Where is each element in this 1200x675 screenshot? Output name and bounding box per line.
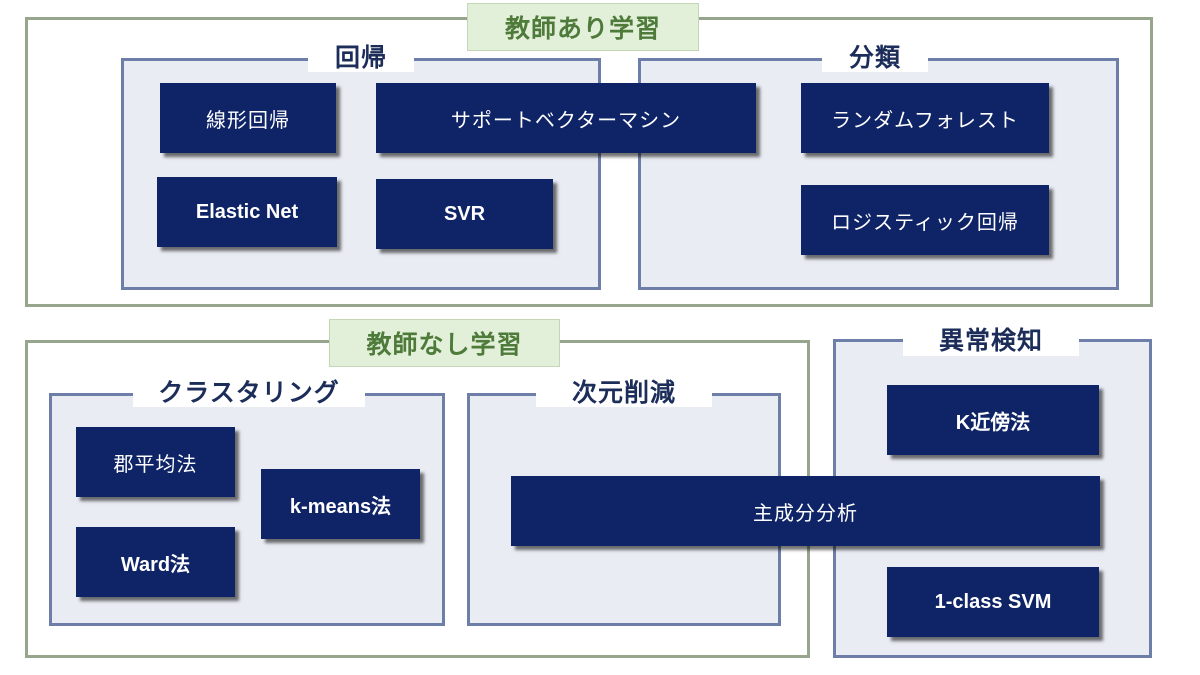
unsupervised-learning-label: 教師なし学習: [329, 319, 560, 367]
anomaly-detection-title: 異常検知: [903, 322, 1079, 356]
support-vector-machine-box: サポートベクターマシン: [376, 83, 756, 153]
ward-method-box: Ward法: [76, 527, 235, 597]
group-average-method-box: 郡平均法: [76, 427, 235, 497]
k-nearest-neighbor-box: K近傍法: [887, 385, 1099, 455]
k-means-box: k-means法: [261, 469, 420, 539]
linear-regression-box: 線形回帰: [160, 83, 336, 153]
dimensionality-reduction-title: 次元削減: [536, 375, 712, 407]
one-class-svm-box: 1-class SVM: [887, 567, 1099, 637]
classification-title: 分類: [822, 40, 928, 72]
logistic-regression-box: ロジスティック回帰: [801, 185, 1049, 255]
supervised-learning-label: 教師あり学習: [467, 3, 699, 51]
regression-title: 回帰: [308, 40, 414, 72]
elastic-net-box: Elastic Net: [157, 177, 337, 247]
random-forest-box: ランダムフォレスト: [801, 83, 1049, 153]
principal-component-analysis-box: 主成分分析: [511, 476, 1100, 546]
svr-box: SVR: [376, 179, 553, 249]
clustering-title: クラスタリング: [133, 375, 365, 407]
